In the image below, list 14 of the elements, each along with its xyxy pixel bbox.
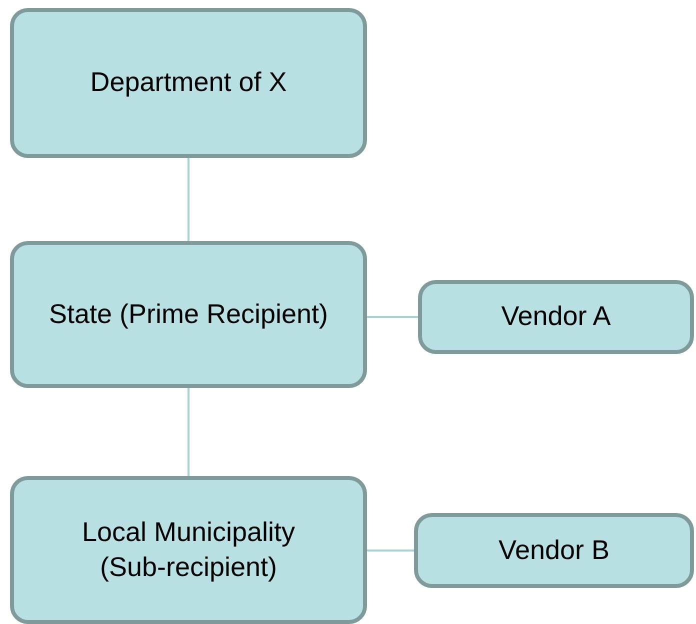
connector-line <box>367 550 414 552</box>
box-label: State (Prime Recipient) <box>48 298 328 331</box>
box-label: Vendor B <box>498 534 610 567</box>
connector-line <box>188 158 190 241</box>
connector-line <box>367 316 418 318</box>
org-box <box>10 476 367 624</box>
org-box <box>418 280 694 354</box>
org-box <box>10 241 367 388</box>
connector-line <box>188 388 190 476</box>
box-label: Vendor A <box>501 300 611 334</box>
org-box <box>10 8 367 158</box>
org-box <box>414 513 694 588</box>
box-label: Department of X <box>90 66 287 100</box>
box-label: Local Municipality (Sub-recipient) <box>80 516 296 584</box>
